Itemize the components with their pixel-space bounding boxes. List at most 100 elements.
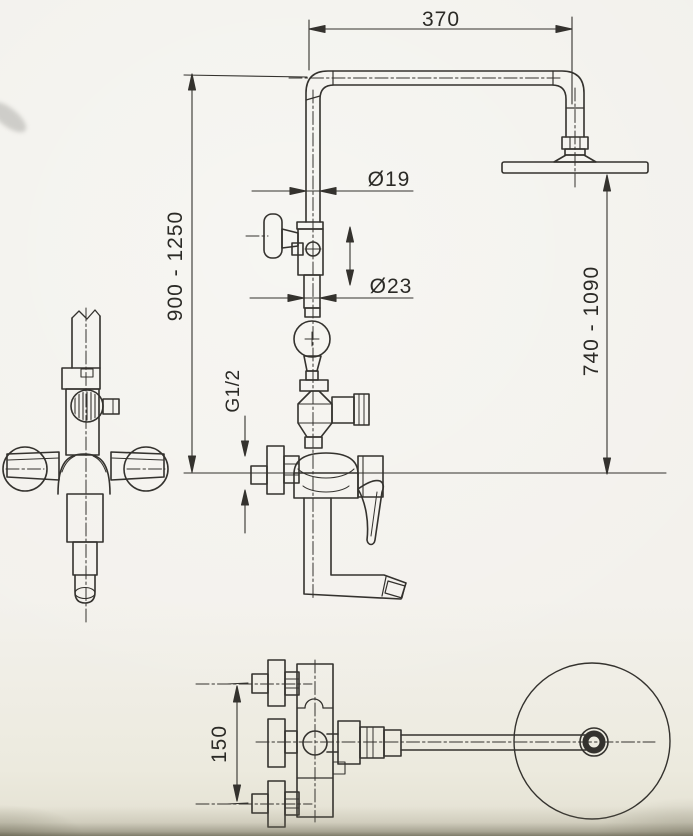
dim-inlet-spacing	[226, 682, 249, 805]
ball-centermark	[304, 331, 320, 347]
side-body	[65, 388, 100, 456]
diverter-body	[297, 390, 333, 438]
escutcheon-right	[123, 446, 169, 492]
slider-clamp	[291, 242, 304, 256]
dim150-tick-bottom	[226, 802, 249, 805]
dim-riser-diameter	[251, 186, 414, 196]
label-inlet-spacing: 150	[208, 725, 231, 763]
dim370-arrow-right	[555, 24, 573, 34]
side-view	[2, 309, 169, 604]
side-lower-body	[66, 493, 104, 543]
spout-tip-face	[381, 576, 387, 597]
label-arm-length: 370	[422, 8, 460, 31]
dimension-labels: 370 Ø19 Ø23 900 - 1250 740 - 1090 G1/2 1…	[164, 8, 603, 763]
dim900-arrow-down	[187, 455, 197, 473]
front-view	[250, 70, 649, 600]
mixer-housing	[293, 472, 359, 499]
knob-nipple	[102, 398, 120, 415]
label-head-height: 740 - 1090	[580, 266, 603, 376]
head-nut-facets	[569, 136, 581, 150]
diverter	[297, 379, 370, 449]
hose-outlet-flange	[353, 393, 370, 426]
mixer-waterway-curves	[297, 468, 355, 493]
adjust-arrow-up	[345, 226, 355, 243]
riser-arm-pipe-inner	[319, 84, 567, 223]
top-arm-nut	[383, 729, 402, 757]
mixer-dome	[293, 452, 359, 475]
dim19-arrow-left	[289, 186, 307, 196]
hose-outlet	[331, 396, 355, 424]
dimg12-arrow-up	[240, 489, 250, 506]
dim740-arrow-down	[602, 457, 612, 475]
side-spout-pipe	[72, 541, 98, 576]
dim-column-diameter	[249, 293, 414, 303]
inlet-arm-left-line	[7, 457, 60, 461]
lever-handle	[357, 479, 385, 546]
inlet-arm-left	[6, 451, 60, 481]
top-body-step	[332, 761, 346, 775]
label-total-height: 900 - 1250	[164, 211, 187, 321]
dim150-arrow-up	[232, 685, 242, 703]
height-adjust-arrow	[345, 226, 355, 286]
label-column-diameter: Ø23	[370, 275, 413, 298]
dim23-arrow-left	[287, 293, 305, 303]
dim370-arrow-left	[308, 24, 326, 34]
wall-connection-front	[250, 445, 300, 495]
side-spout-opening	[74, 586, 96, 600]
dim150-tick-top	[226, 682, 249, 685]
inlet-arm-right	[110, 451, 165, 481]
label-thread: G1/2	[223, 369, 244, 412]
side-dome-shoulders	[61, 455, 107, 473]
hose-outlet-ridges	[358, 393, 365, 426]
cartridge-fitting	[357, 455, 384, 498]
top-arm-tube	[400, 734, 587, 751]
knob-hatching	[74, 391, 100, 421]
label-riser-diameter: Ø19	[368, 168, 411, 191]
pipe-joint-lines	[305, 70, 585, 109]
tub-spout-front	[303, 497, 407, 600]
top-body-notch	[304, 698, 324, 709]
hex-facets	[283, 463, 300, 476]
dim740-arrow-up	[602, 174, 612, 192]
dim-total-height	[183, 73, 308, 473]
slider-collar	[296, 221, 324, 230]
dim19-arrow-right	[319, 186, 337, 196]
dim-head-height	[602, 174, 612, 475]
top-shower-head-circle	[513, 662, 671, 820]
column-pipe-section	[303, 274, 321, 309]
side-collar-notch	[80, 368, 94, 378]
dimensions	[183, 16, 667, 805]
slide-bar-holder	[263, 213, 324, 276]
wall-hex-nut	[283, 455, 300, 484]
lever-inner-line	[370, 491, 378, 537]
adjust-arrow-down	[345, 269, 355, 286]
top-lever-flange	[267, 718, 286, 768]
inlet-arm-right-line	[111, 457, 164, 461]
top-inlet1-facets	[284, 678, 300, 689]
wall-stub	[250, 465, 268, 485]
side-pipe-break	[71, 309, 101, 320]
centerlines	[5, 77, 656, 823]
riser-arm-pipe-outer	[305, 70, 585, 223]
dim900-arrow-up	[187, 73, 197, 91]
spout-aerator	[384, 580, 406, 599]
dim-arm-length	[308, 16, 573, 105]
top-arm-segment	[326, 733, 339, 753]
side-pipe-edges	[71, 315, 101, 369]
side-spout-tip	[74, 574, 96, 604]
dimg12-arrow-down	[240, 440, 250, 457]
ball-lower-stub	[305, 370, 319, 381]
dim150-arrow-down	[232, 784, 242, 802]
dim23-arrow-right	[319, 293, 337, 303]
side-dome	[57, 453, 111, 495]
escutcheon-left	[2, 446, 48, 492]
slider-knob-stem	[281, 228, 299, 249]
slider-knob	[263, 213, 283, 259]
dim900-ext-top	[183, 74, 308, 78]
diverter-collar	[299, 379, 329, 392]
top-inlet1-flange	[267, 659, 286, 707]
mixer-body-front	[293, 452, 385, 546]
diverter-body-lines	[297, 403, 333, 424]
